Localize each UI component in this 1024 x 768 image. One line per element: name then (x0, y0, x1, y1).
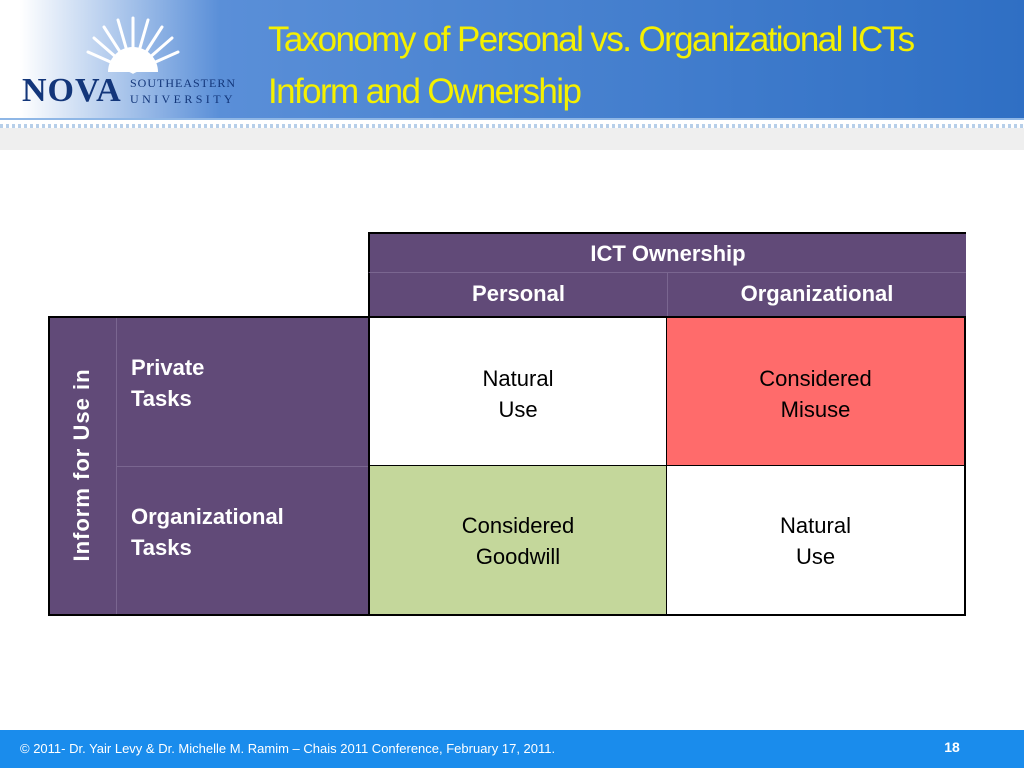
page-number: 18 (944, 739, 960, 755)
row-label-organizational-line-2: Tasks (131, 535, 192, 560)
footer-copyright: © 2011- Dr. Yair Levy & Dr. Michelle M. … (20, 741, 556, 756)
column-header-personal: Personal (472, 281, 565, 306)
slide-header (0, 0, 1024, 120)
cell-text-line-2: Misuse (780, 397, 851, 422)
header-dotted-line (0, 124, 1024, 128)
slide-title: Taxonomy of Personal vs. Organizational … (268, 14, 1008, 118)
row-label-organizational-line-1: Organizational (131, 504, 284, 529)
cell-private-personal-text: Natural Use (370, 363, 666, 425)
side-header-divider-horizontal (117, 466, 368, 467)
cell-text-line-1: Natural (780, 513, 851, 538)
cell-text-line-1: Considered (759, 366, 872, 391)
row-label-organizational-tasks: Organizational Tasks (131, 501, 284, 563)
slide-footer: © 2011- Dr. Yair Levy & Dr. Michelle M. … (0, 730, 1024, 768)
header-cell-organizational: Organizational (667, 272, 966, 316)
logo-wordmark-university: UNIVERSITY (130, 92, 236, 106)
sunburst-logo-icon (86, 16, 180, 74)
cell-text-line-2: Goodwill (475, 544, 561, 569)
cell-organizational-organizational: Natural Use (667, 466, 966, 616)
row-label-private-tasks: Private Tasks (131, 352, 204, 414)
logo-wordmark-nova: NOVA (22, 72, 122, 109)
cell-organizational-personal-text: Considered Goodwill (370, 510, 666, 572)
row-label-private-line-1: Private (131, 355, 205, 380)
cell-organizational-organizational-text: Natural Use (667, 510, 964, 572)
cell-organizational-personal: Considered Goodwill (368, 466, 667, 616)
header-cell-ict-ownership: ICT Ownership (368, 232, 966, 272)
header-subbar (0, 128, 1024, 150)
header-cell-personal: Personal (368, 272, 667, 316)
row-label-private-line-2: Tasks (131, 386, 192, 411)
logo-wordmark-southeastern: SOUTHEASTERN (130, 76, 237, 90)
cell-text-line-2: Use (498, 397, 538, 422)
cell-private-organizational: Considered Misuse (667, 316, 966, 466)
column-header-organizational: Organizational (740, 281, 894, 306)
cell-text-line-1: Considered (461, 513, 575, 538)
header-ict-ownership-label: ICT Ownership (590, 241, 746, 266)
cell-private-personal: Natural Use (368, 316, 667, 466)
cell-text-line-1: Natural (482, 366, 554, 391)
side-header-inform-for-use-in: Inform for Use in (69, 368, 94, 562)
cell-text-line-2: Use (795, 544, 836, 569)
slide-title-line-2: Inform and Ownership (268, 72, 582, 111)
university-logo: NOVA SOUTHEASTERN UNIVERSITY (18, 16, 258, 108)
cell-private-organizational-text: Considered Misuse (667, 363, 964, 425)
side-header-divider-vertical (116, 318, 117, 614)
slide-title-line-1: Taxonomy of Personal vs. Organizational … (268, 20, 915, 59)
header-divider (0, 118, 1024, 120)
